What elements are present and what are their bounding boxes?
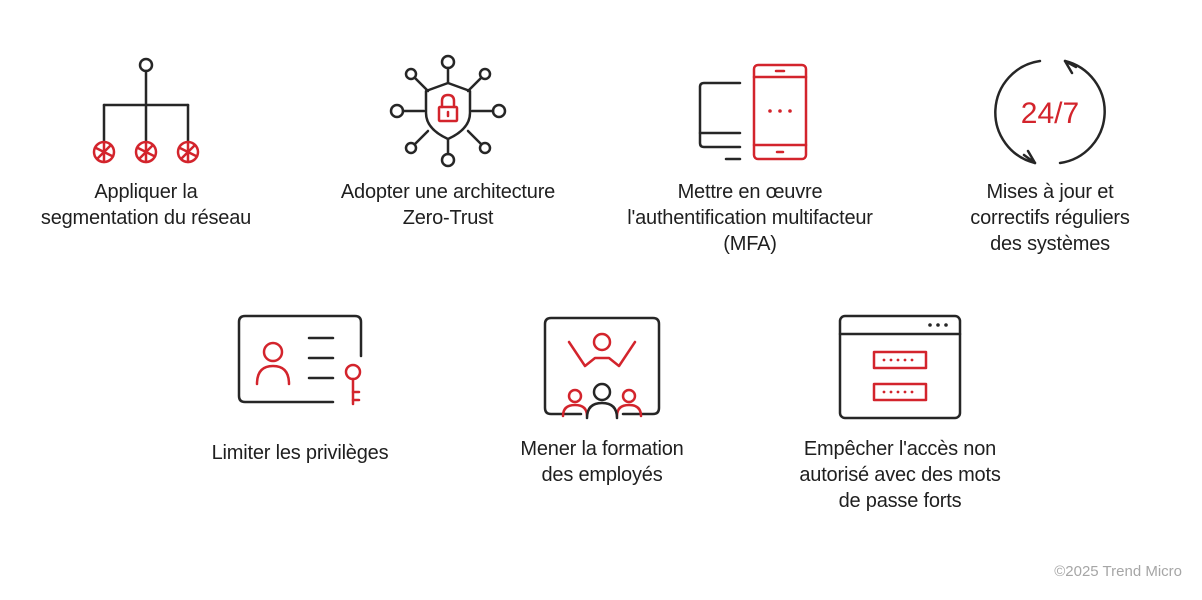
item-network-segmentation: Appliquer la segmentation du réseau (16, 55, 276, 231)
network-hierarchy-icon (92, 57, 200, 164)
label-privileges: Limiter les privilèges (211, 442, 389, 464)
refresh-24-7-icon: 24/7 (994, 59, 1106, 165)
group-training-icon (543, 316, 661, 420)
icon-24-7-text: 24/7 (1021, 97, 1079, 130)
label-zero-trust: Adopter une architecture Zero-Trust (340, 181, 556, 229)
label-mfa: Mettre en œuvre l'authentification multi… (627, 181, 873, 255)
label-passwords: Empêcher l'accès non autorisé avec des m… (799, 438, 1001, 512)
copyright-notice: ©2025 Trend Micro (1054, 563, 1182, 580)
item-privileges: Limiter les privilèges (170, 312, 430, 466)
item-updates: 24/7 Mises à jour et correctifs régulier… (930, 55, 1170, 257)
label-training: Mener la formation des employés (520, 438, 684, 486)
label-network-segmentation: Appliquer la segmentation du réseau (40, 181, 252, 229)
item-training: Mener la formation des employés (472, 312, 732, 488)
item-zero-trust: Adopter une architecture Zero-Trust (318, 54, 578, 231)
item-mfa: Mettre en œuvre l'authentification multi… (590, 55, 910, 257)
shield-lock-network-icon (389, 54, 507, 168)
item-passwords: Empêcher l'accès non autorisé avec des m… (765, 312, 1035, 514)
computer-phone-icon (698, 63, 808, 161)
id-card-key-icon (237, 314, 363, 406)
password-window-icon (838, 314, 962, 420)
label-updates: Mises à jour et correctifs réguliers des… (970, 181, 1130, 255)
